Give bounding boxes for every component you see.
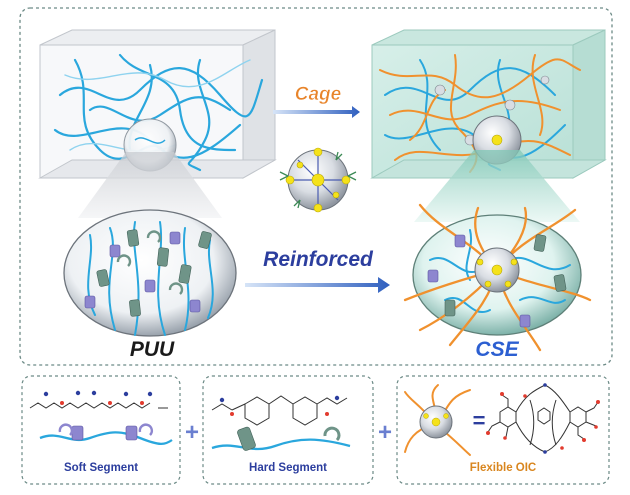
puu-zoom-cone: [78, 152, 222, 218]
hard-segment-label: Hard Segment: [249, 462, 327, 474]
cage-arrow: [273, 106, 360, 118]
plus-sign-1: +: [185, 419, 199, 446]
soft-segment-panel: Soft Segment: [21, 375, 181, 485]
reinforced-arrow: [245, 277, 390, 293]
soft-segment-label: Soft Segment: [64, 462, 138, 474]
reinforced-label: Reinforced: [263, 248, 374, 271]
puu-network-box: [38, 29, 277, 179]
cse-zoom-cone: [414, 150, 580, 222]
flexible-oic-panel: =: [396, 375, 610, 485]
puu-label: PUU: [130, 338, 175, 361]
hard-segment-panel: Hard Segment: [202, 375, 374, 485]
puu-detail-ellipse: [63, 209, 237, 337]
equals-sign: =: [473, 408, 486, 433]
flexible-oic-label: Flexible OIC: [470, 462, 536, 474]
cse-label: CSE: [475, 338, 519, 361]
plus-sign-2: +: [378, 419, 392, 446]
cage-label: Cage: [295, 84, 342, 105]
cage-molecule: [279, 147, 357, 213]
cse-detail-ellipse: [403, 203, 592, 352]
